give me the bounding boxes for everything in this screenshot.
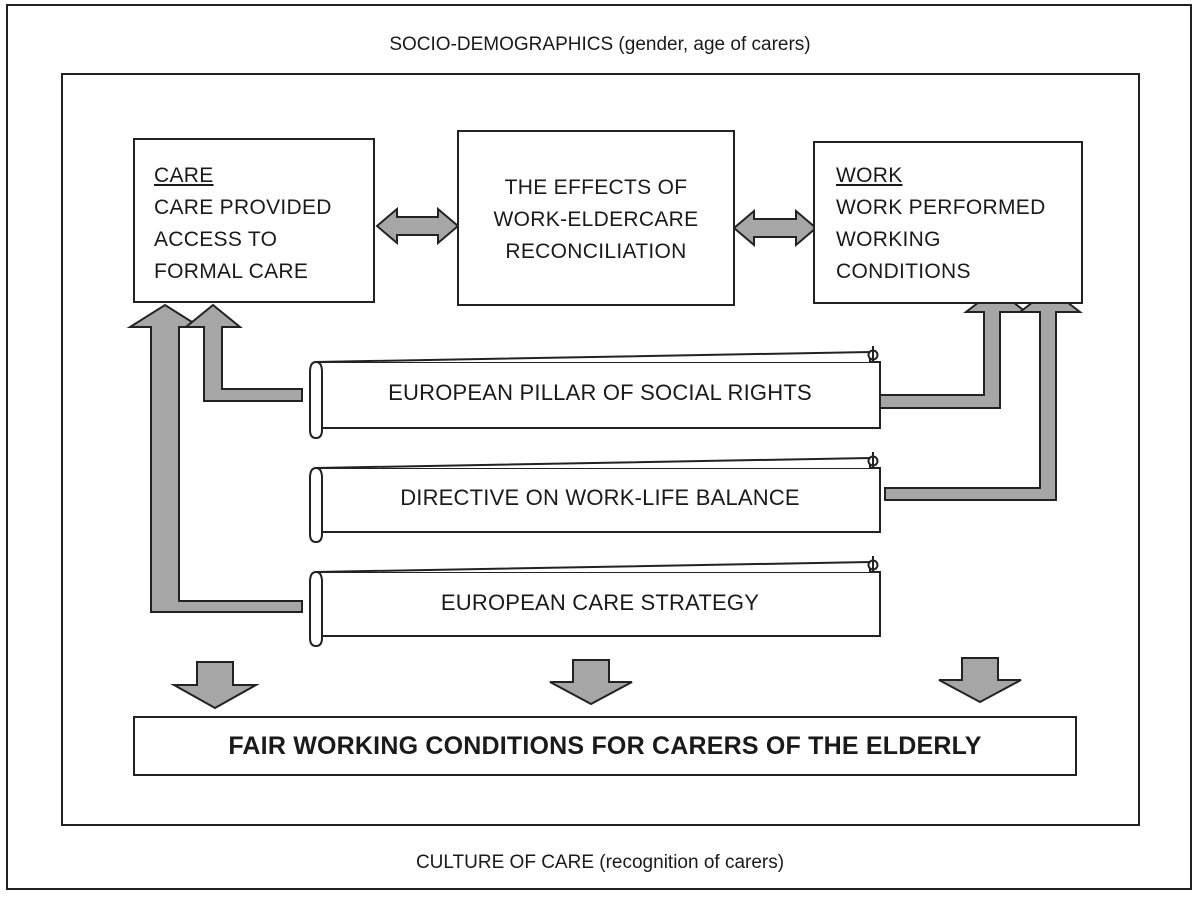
pillar-to-care-arrow bbox=[183, 303, 303, 402]
care-line: FORMAL CARE bbox=[154, 260, 309, 283]
outcome-label: FAIR WORKING CONDITIONS FOR CARERS OF TH… bbox=[228, 732, 982, 760]
care-strategy-label: EUROPEAN CARE STRATEGY bbox=[440, 590, 760, 615]
down-arrow-left bbox=[170, 661, 260, 710]
down-arrow-right bbox=[938, 657, 1022, 704]
down-arrow-center bbox=[549, 659, 633, 706]
work-heading: WORK bbox=[836, 164, 903, 187]
effects-line: THE EFFECTS OF bbox=[504, 176, 688, 199]
work-line: CONDITIONS bbox=[836, 260, 971, 283]
scroll-care-strategy bbox=[309, 556, 881, 648]
culture-of-care-label: CULTURE OF CARE (recognition of carers) bbox=[415, 852, 785, 873]
scroll-directive bbox=[309, 452, 881, 544]
care-effects-double-arrow bbox=[375, 206, 460, 246]
outer-frame bbox=[6, 4, 1192, 890]
effects-box: THE EFFECTS OF WORK-ELDERCARE RECONCILIA… bbox=[457, 130, 735, 306]
effects-work-double-arrow bbox=[732, 208, 818, 248]
care-box: CARE CARE PROVIDED ACCESS TO FORMAL CARE bbox=[133, 138, 375, 303]
care-strategy-to-care-arrow bbox=[126, 303, 303, 613]
care-heading: CARE bbox=[154, 164, 214, 187]
effects-line: WORK-ELDERCARE bbox=[493, 208, 699, 231]
work-line: WORK PERFORMED bbox=[836, 196, 1046, 219]
care-line: CARE PROVIDED bbox=[154, 196, 332, 219]
socio-demographics-label: SOCIO-DEMOGRAPHICS (gender, age of carer… bbox=[389, 34, 811, 55]
scroll-pillar bbox=[309, 346, 881, 440]
outcome-box: FAIR WORKING CONDITIONS FOR CARERS OF TH… bbox=[133, 716, 1077, 776]
directive-label: DIRECTIVE ON WORK-LIFE BALANCE bbox=[400, 485, 800, 510]
work-line: WORKING bbox=[836, 228, 941, 251]
inner-frame bbox=[61, 73, 1140, 826]
work-box: WORK WORK PERFORMED WORKING CONDITIONS bbox=[813, 141, 1083, 304]
pillar-label: EUROPEAN PILLAR OF SOCIAL RIGHTS bbox=[388, 380, 812, 405]
effects-line: RECONCILIATION bbox=[505, 240, 687, 263]
care-line: ACCESS TO bbox=[154, 228, 278, 251]
pillar-to-work-arrow bbox=[879, 287, 1029, 409]
